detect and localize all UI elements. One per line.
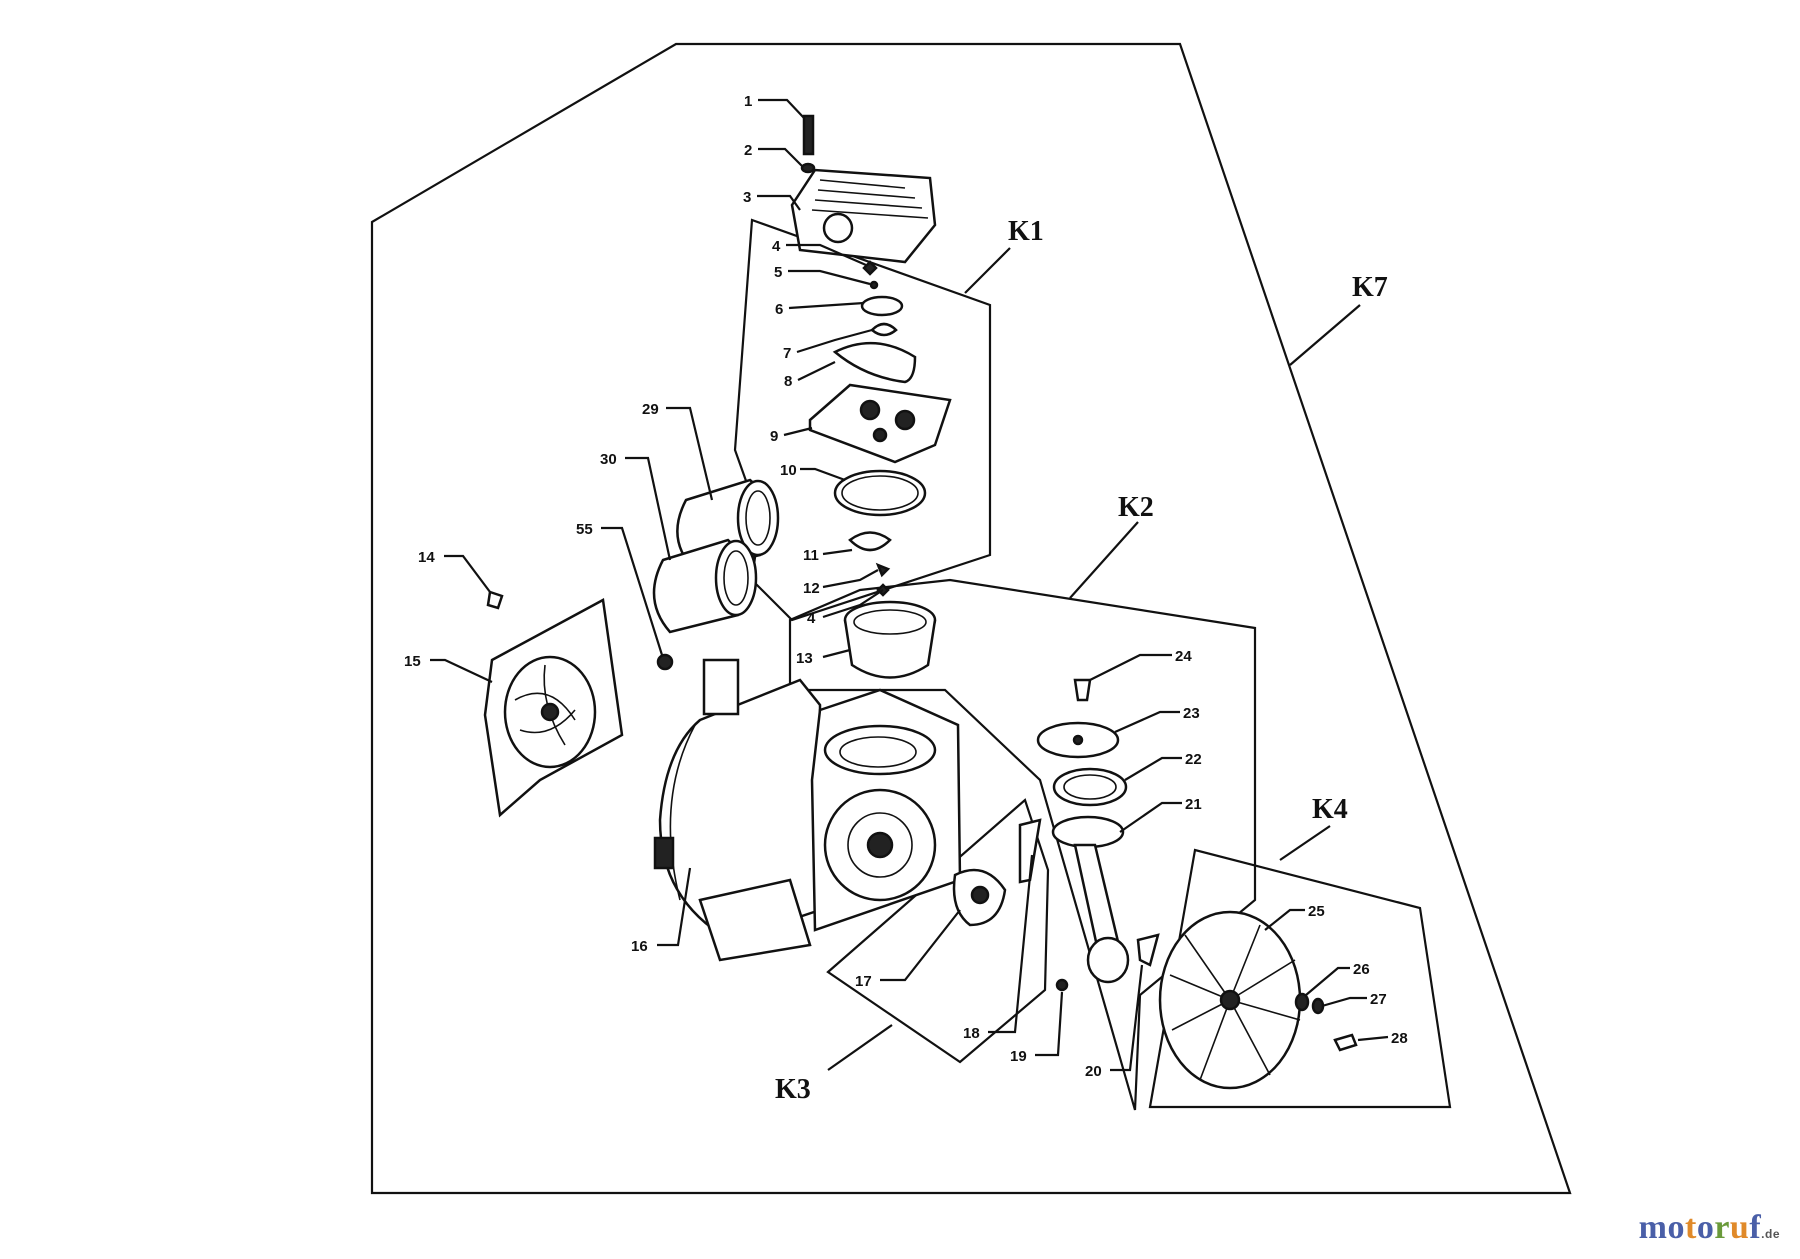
group-label-k4: K4 [1312, 794, 1348, 825]
part-label-27: 27 [1370, 991, 1387, 1008]
part-label-22: 22 [1185, 751, 1202, 768]
part-label-12: 12 [803, 580, 820, 597]
group-label-k3: K3 [775, 1074, 811, 1105]
part-label-55: 55 [576, 521, 593, 538]
part-label-5: 5 [774, 264, 782, 281]
part-label-2: 2 [744, 142, 752, 159]
part-label-19: 19 [1010, 1048, 1027, 1065]
group-outline-k2 [788, 578, 1257, 1111]
group-outline-k1 [733, 218, 992, 622]
watermark-logo: motoruf.de [1638, 1209, 1780, 1246]
leader-k2 [1069, 521, 1139, 599]
part-label-30: 30 [600, 451, 617, 468]
part-labels: 1 2 3 4 5 6 7 8 9 10 11 12 4 13 14 15 16 [404, 93, 1408, 1080]
part-label-11: 11 [803, 547, 819, 564]
part-label-3: 3 [743, 189, 751, 206]
part-label-8: 8 [784, 373, 792, 390]
leader-k7 [1289, 304, 1361, 366]
group-label-k2: K2 [1118, 492, 1154, 523]
part-label-29: 29 [642, 401, 659, 418]
leader-k1 [964, 247, 1011, 294]
group-outline-k7 [370, 42, 1572, 1195]
part-label-26: 26 [1353, 961, 1370, 978]
part-label-10: 10 [780, 462, 797, 479]
part-label-17: 17 [855, 973, 872, 990]
part-label-1: 1 [744, 93, 752, 110]
part-label-6: 6 [775, 301, 783, 318]
part-label-28: 28 [1391, 1030, 1408, 1047]
part-label-16: 16 [631, 938, 648, 955]
leader-k4 [1279, 825, 1331, 861]
group-outline-k4 [1148, 848, 1452, 1109]
part-label-20: 20 [1085, 1063, 1102, 1080]
group-outline-k3 [826, 798, 1050, 1064]
part-label-21: 21 [1185, 796, 1202, 813]
part-label-7: 7 [783, 345, 791, 362]
part-label-23: 23 [1183, 705, 1200, 722]
part-label-14: 14 [418, 549, 435, 566]
part-label-13: 13 [796, 650, 813, 667]
part-label-9: 9 [770, 428, 778, 445]
part-drawings [483, 114, 1358, 1090]
part-label-15: 15 [404, 653, 421, 670]
watermark-tld: .de [1761, 1227, 1780, 1241]
leader-k3 [827, 1024, 893, 1071]
part-label-24: 24 [1175, 648, 1192, 665]
group-label-k1: K1 [1008, 216, 1044, 247]
group-label-k7: K7 [1352, 272, 1388, 303]
part-label-25: 25 [1308, 903, 1325, 920]
part-label-18: 18 [963, 1025, 980, 1042]
part-label-4: 4 [772, 238, 781, 255]
part-label-4b: 4 [807, 610, 816, 627]
